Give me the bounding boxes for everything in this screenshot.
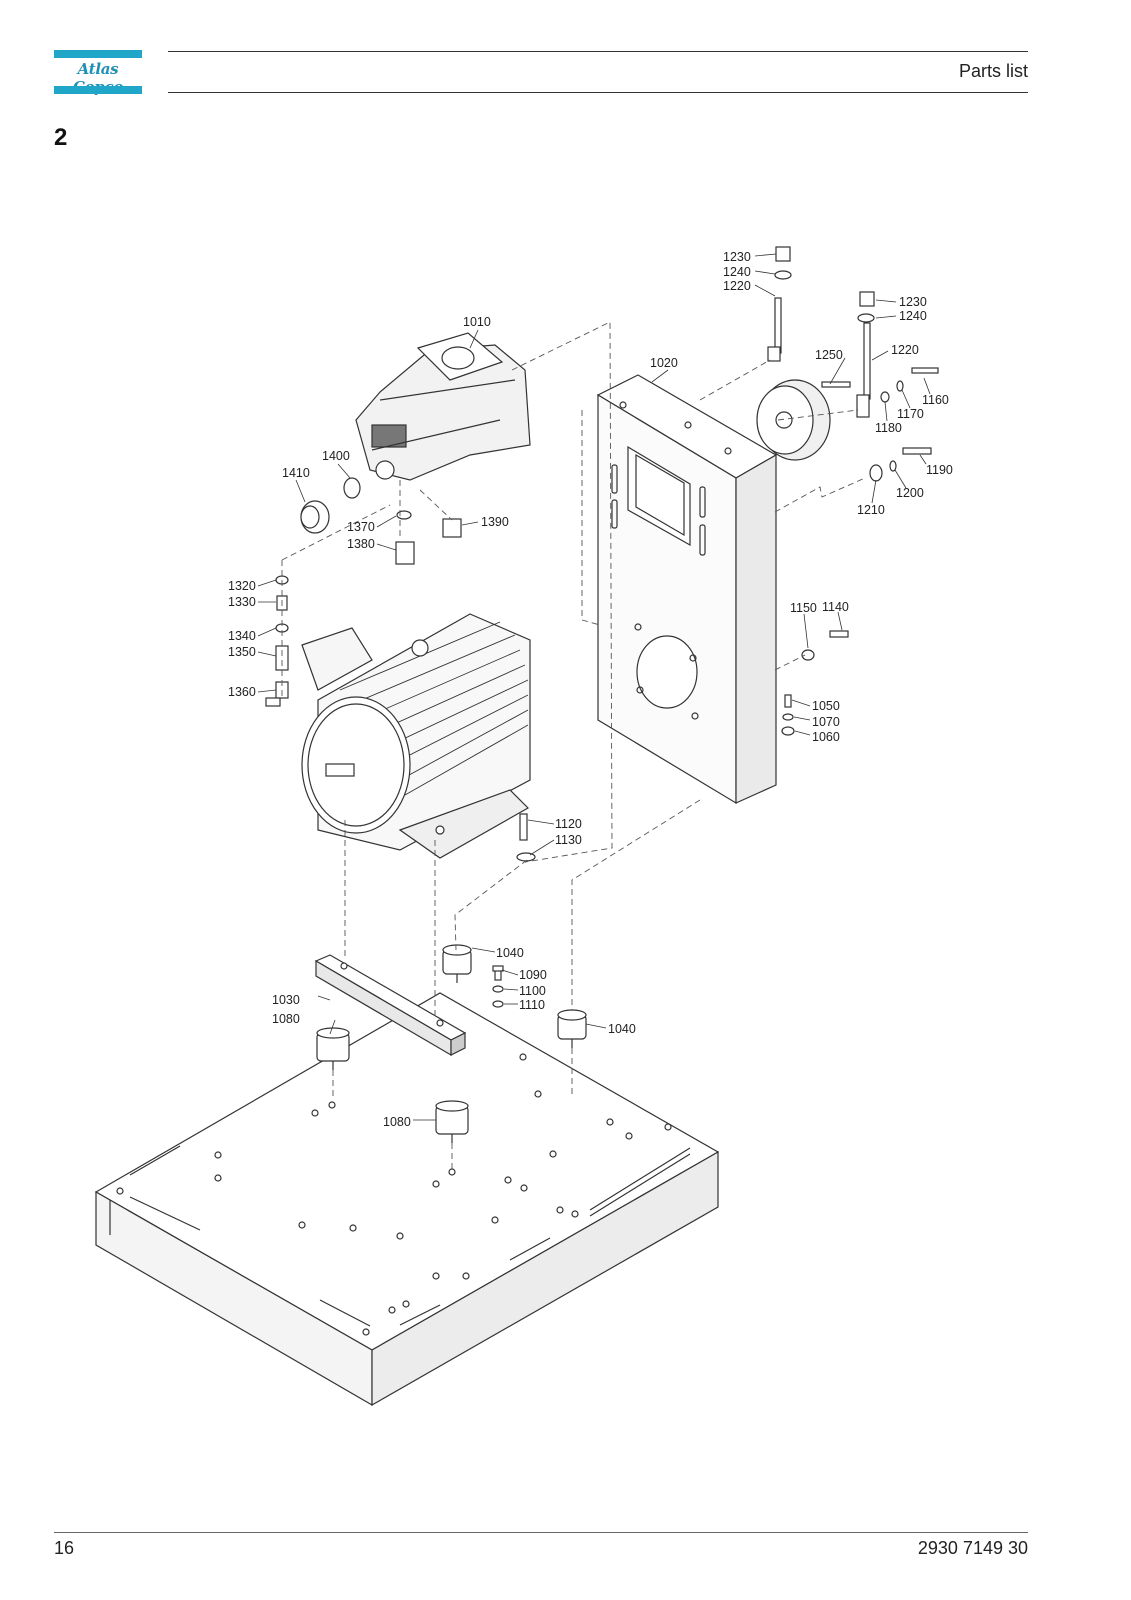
callout-1100: 1100 (519, 984, 546, 998)
callout-1240-a: 1240 (723, 265, 751, 279)
callout-1360: 1360 (228, 685, 256, 699)
header-rule-top (168, 51, 1028, 52)
callout-1350: 1350 (228, 645, 256, 659)
mount-fasteners (492, 965, 504, 1008)
callout-1160: 1160 (922, 393, 949, 407)
callout-1150: 1150 (790, 601, 817, 615)
base-holes (116, 1053, 672, 1336)
callout-1130: 1130 (555, 833, 582, 847)
callout-1040-b: 1040 (608, 1022, 636, 1036)
callout-1110: 1110 (519, 998, 545, 1012)
callout-1240-b: 1240 (899, 309, 927, 323)
callout-1120: 1120 (555, 817, 582, 831)
electric-motor (301, 613, 531, 859)
callout-1040-a: 1040 (496, 946, 524, 960)
callout-1080-b: 1080 (383, 1115, 411, 1129)
compressor-element (355, 332, 531, 481)
callout-1370: 1370 (347, 520, 375, 534)
motor-bolt (519, 813, 528, 841)
logo-bar-bottom (54, 86, 142, 94)
callout-1010: 1010 (463, 315, 491, 329)
callout-1190: 1190 (926, 463, 953, 477)
callout-1220-a: 1220 (723, 279, 751, 293)
callout-1340: 1340 (228, 629, 256, 643)
callout-1030: 1030 (272, 993, 300, 1007)
rubber-mounts (316, 944, 587, 1143)
callout-1200: 1200 (896, 486, 924, 500)
callout-1140: 1140 (822, 600, 849, 614)
callout-1060: 1060 (812, 730, 840, 744)
page-title: Parts list (958, 61, 1028, 81)
document-number: 2930 7149 30 (917, 1538, 1028, 1558)
assembly-lines (281, 321, 866, 1170)
callout-1410: 1410 (282, 466, 310, 480)
callout-1230-a: 1230 (723, 250, 751, 264)
callout-1380: 1380 (347, 537, 375, 551)
callout-1400: 1400 (322, 449, 350, 463)
callout-1210: 1210 (857, 503, 885, 517)
callout-labels: 1010 1020 1030 1040 1040 1050 1060 1070 … (228, 250, 953, 1129)
callout-1330: 1330 (228, 595, 256, 609)
footer-rule (54, 1532, 1028, 1533)
page-number: 16 (54, 1538, 75, 1558)
callout-1020: 1020 (650, 356, 678, 370)
callout-1230-b: 1230 (899, 295, 927, 309)
callout-1180: 1180 (875, 421, 902, 435)
header-rule-bottom (168, 92, 1028, 93)
callout-1390: 1390 (481, 515, 509, 529)
section-number: 2 (54, 124, 68, 151)
pulley-bracket-hardware (756, 246, 939, 736)
callout-1250: 1250 (815, 348, 843, 362)
logo-bar-top (54, 50, 142, 58)
mounting-plate (596, 374, 778, 805)
atlas-copco-logo: Atlas Copco (54, 50, 142, 96)
drawing-shapes (94, 246, 939, 1407)
callout-leaders (257, 253, 931, 1121)
callout-1080-a: 1080 (272, 1012, 300, 1026)
base-frame (94, 992, 720, 1407)
callout-1090: 1090 (519, 968, 547, 982)
callout-1050: 1050 (812, 699, 840, 713)
crossbar (314, 954, 467, 1057)
callout-1220-b: 1220 (891, 343, 919, 357)
callout-1320: 1320 (228, 579, 256, 593)
motor-washer (516, 852, 536, 862)
callout-1170: 1170 (897, 407, 924, 421)
callout-1070: 1070 (812, 715, 840, 729)
